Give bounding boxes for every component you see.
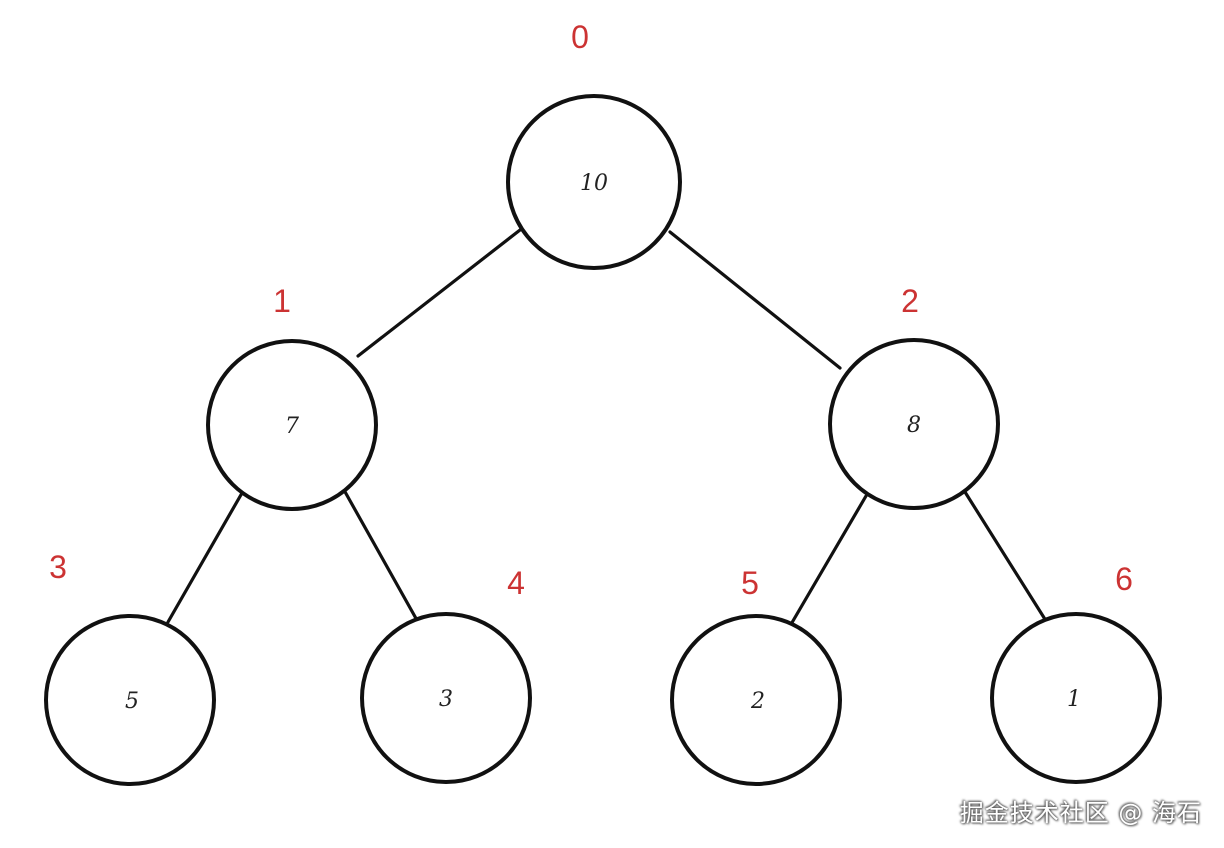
node-index-label: 0 bbox=[571, 19, 589, 55]
tree-node-6: 1 6 bbox=[990, 561, 1162, 784]
node-value: 8 bbox=[907, 413, 921, 438]
tree-node-2: 8 2 bbox=[828, 283, 1000, 510]
node-circle bbox=[206, 339, 378, 511]
tree-node-1: 7 1 bbox=[206, 283, 378, 511]
node-circle bbox=[506, 94, 682, 270]
tree-node-0: 10 0 bbox=[506, 19, 682, 270]
edge-0-2 bbox=[668, 230, 842, 370]
edge-1-4 bbox=[342, 488, 420, 624]
node-index-label: 1 bbox=[273, 283, 291, 319]
node-circle bbox=[360, 612, 532, 784]
edge-0-1 bbox=[356, 228, 522, 358]
node-value: 1 bbox=[1067, 687, 1081, 712]
tree-node-3: 5 3 bbox=[44, 549, 216, 786]
watermark-text: 掘金技术社区 @ 海石 bbox=[959, 799, 1202, 827]
node-index-label: 5 bbox=[741, 565, 759, 601]
node-value: 7 bbox=[285, 414, 299, 439]
node-index-label: 3 bbox=[49, 549, 67, 585]
node-value: 3 bbox=[439, 687, 453, 712]
node-index-label: 4 bbox=[507, 565, 525, 601]
node-index-label: 2 bbox=[901, 283, 919, 319]
tree-node-4: 3 4 bbox=[360, 565, 532, 784]
node-circle bbox=[990, 612, 1162, 784]
node-index-label: 6 bbox=[1115, 561, 1133, 597]
edge-2-5 bbox=[788, 494, 868, 628]
edge-1-3 bbox=[166, 491, 244, 624]
edge-2-6 bbox=[963, 490, 1050, 626]
node-circle bbox=[44, 614, 216, 786]
tree-node-5: 2 5 bbox=[670, 565, 842, 786]
node-circle bbox=[670, 614, 842, 786]
node-value: 10 bbox=[580, 171, 608, 196]
node-value: 2 bbox=[750, 689, 765, 714]
node-value: 5 bbox=[125, 689, 139, 714]
node-circle bbox=[828, 338, 1000, 510]
